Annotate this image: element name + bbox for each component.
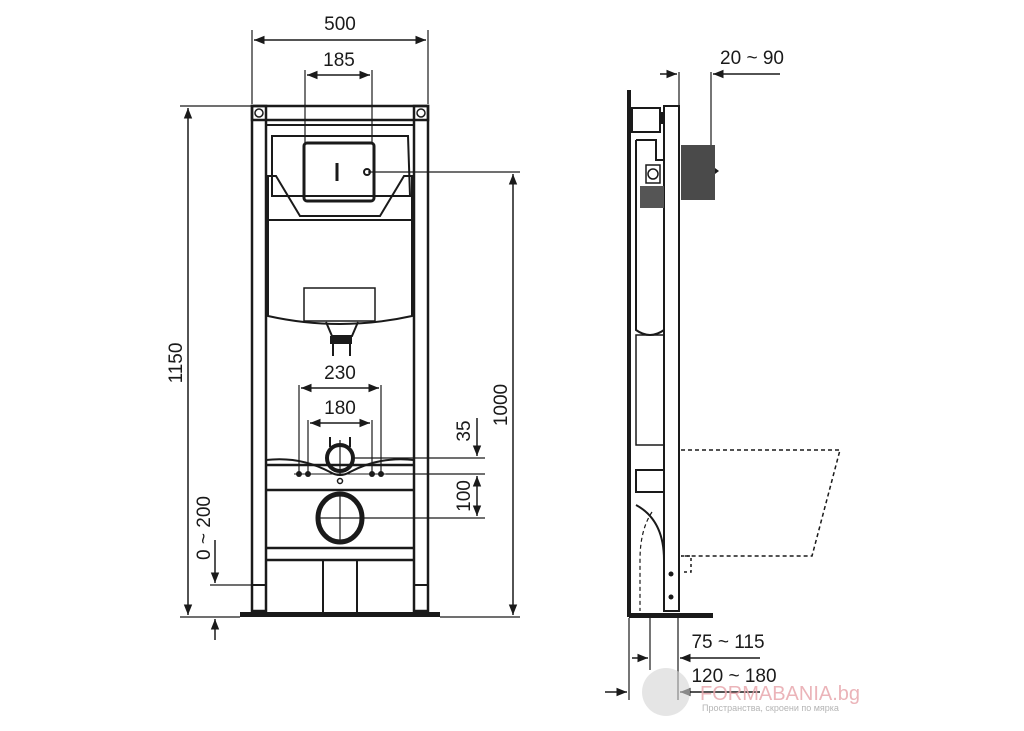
watermark: FORMABANIA.bg Пространства, скроени по м… [642, 668, 860, 716]
dim-500: 500 [324, 14, 356, 35]
watermark-brand: FORMABANIA.bg [700, 683, 860, 705]
flush-plate [681, 145, 715, 200]
watermark-tagline: Пространства, скроени по мярка [702, 703, 839, 713]
dim-185: 185 [323, 50, 355, 71]
cistern-tank [267, 220, 413, 325]
wc-bowl-outline [681, 449, 841, 557]
dim-1150: 1150 [166, 343, 187, 384]
top-rail [250, 104, 430, 122]
side-view: 20 ~ 90 75 ~ 115 120 ~ 180 [605, 48, 841, 700]
floor-base [240, 612, 440, 617]
dim-1000: 1000 [491, 384, 512, 426]
right-post [412, 104, 430, 613]
cistern-top [271, 135, 412, 197]
dim-75-115: 75 ~ 115 [691, 632, 764, 653]
dim-35: 35 [454, 420, 475, 441]
frame-profile [663, 105, 680, 612]
mount-hole-right [416, 108, 426, 118]
front-view: 500 185 230 180 1150 1000 0 ~ 200 [166, 14, 520, 640]
dim-0-200: 0 ~ 200 [194, 496, 215, 560]
dim-120-180: 120 ~ 180 [691, 666, 776, 687]
dim-230: 230 [324, 363, 356, 384]
watermark-logo-icon [642, 668, 690, 716]
dim-20-90: 20 ~ 90 [720, 48, 784, 69]
mount-hole-left [254, 108, 264, 118]
dim-180: 180 [324, 398, 356, 419]
dim-100: 100 [454, 480, 475, 512]
left-post [250, 104, 268, 613]
